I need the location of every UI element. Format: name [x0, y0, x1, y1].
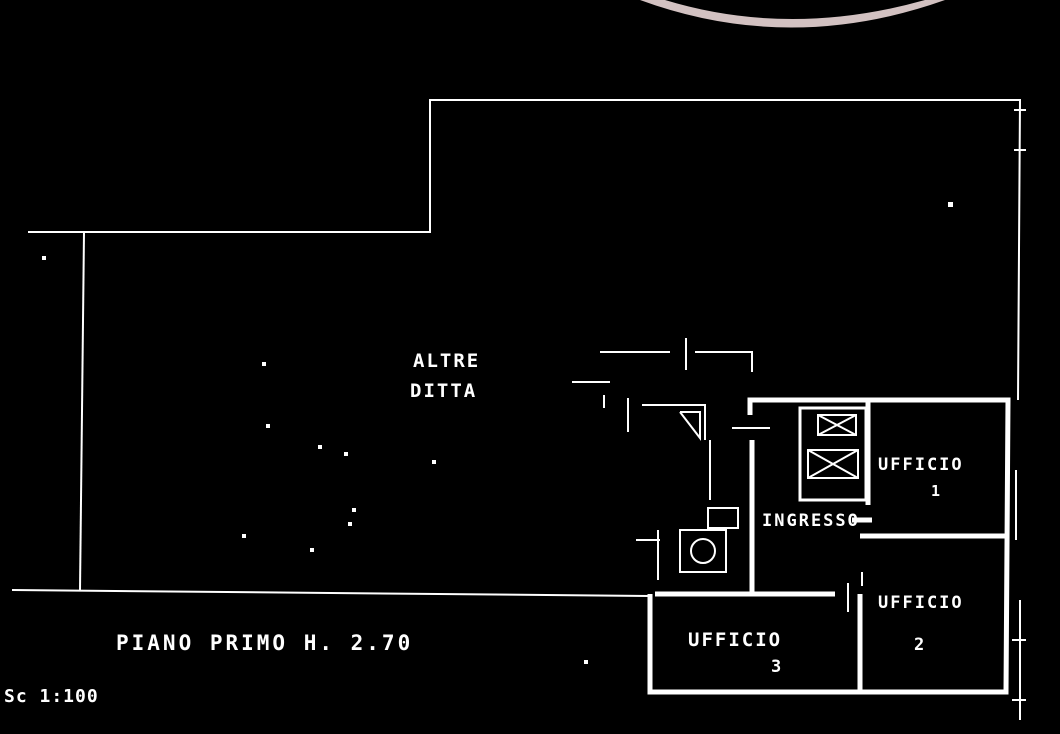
scan-specks [42, 202, 953, 664]
ufficio-1-number: 1 [931, 482, 943, 500]
stair-details [572, 338, 863, 612]
office-walls [647, 397, 1011, 695]
ingresso-label: INGRESSO [762, 511, 860, 531]
top-arc [640, 0, 945, 28]
ufficio-2-label: UFFICIO [878, 593, 964, 613]
ufficio-3-label: UFFICIO [688, 629, 783, 651]
dimension-ticks [1012, 109, 1026, 720]
toilet-block [798, 406, 868, 502]
floor-caption: PIANO PRIMO H. 2.70 [116, 631, 414, 655]
outer-outline [11, 99, 1022, 597]
ufficio-3-number: 3 [771, 657, 784, 677]
altra-ditta-label-line2: DITTA [410, 380, 478, 402]
altra-ditta-label-line1: ALTRE [413, 350, 481, 372]
scale-note: Sc 1:100 [4, 686, 99, 707]
ufficio-1-label: UFFICIO [878, 455, 964, 475]
ufficio-2-number: 2 [914, 635, 927, 655]
